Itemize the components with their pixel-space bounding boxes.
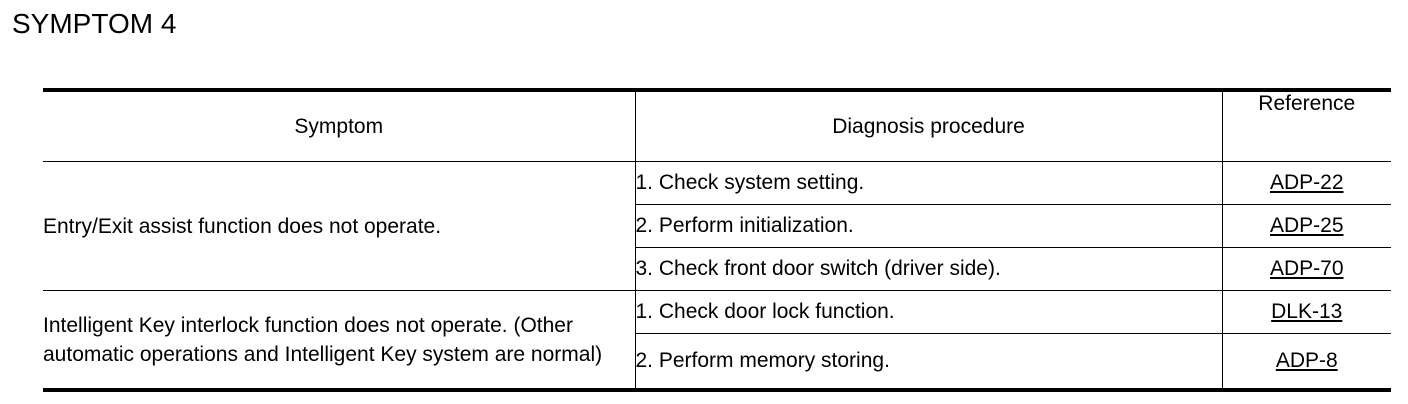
page-heading: SYMPTOM 4 [12,8,177,39]
table-row: 2. Perform initialization. ADP-25 [43,204,1391,248]
reference-link[interactable]: ADP-25 [1269,214,1344,237]
reference-cell: ADP-8 [1221,333,1391,392]
column-header-diagnosis-procedure: Diagnosis procedure [634,88,1223,162]
procedure-cell: 1. Check door lock function. [634,290,1223,334]
reference-cell: DLK-13 [1221,290,1391,334]
table-header-row: Symptom Diagnosis procedure Reference [43,88,1391,162]
symptom-cell: Entry/Exit assist function does not oper… [43,161,636,291]
table-row: 2. Perform memory storing. ADP-8 [43,333,1391,392]
table-row: Entry/Exit assist function does not oper… [43,161,1391,291]
column-header-reference: Reference [1221,88,1391,162]
reference-link[interactable]: ADP-8 [1275,349,1338,372]
reference-cell: ADP-25 [1221,204,1391,248]
procedure-cell: 2. Perform initialization. [634,204,1223,248]
table-row: Intelligent Key interlock function does … [43,290,1391,392]
procedure-cell: 3. Check front door switch (driver side)… [634,247,1223,291]
reference-link[interactable]: DLK-13 [1271,300,1343,323]
reference-cell: ADP-22 [1221,161,1391,205]
reference-link[interactable]: ADP-70 [1269,257,1344,280]
procedure-cell: 1. Check system setting. [634,161,1223,205]
procedure-cell: 2. Perform memory storing. [634,333,1223,392]
diagnosis-table: Symptom Diagnosis procedure Reference En… [43,88,1391,392]
column-header-symptom: Symptom [43,88,636,162]
reference-link[interactable]: ADP-22 [1269,171,1344,194]
reference-cell: ADP-70 [1221,247,1391,291]
symptom-cell: Intelligent Key interlock function does … [43,290,636,392]
